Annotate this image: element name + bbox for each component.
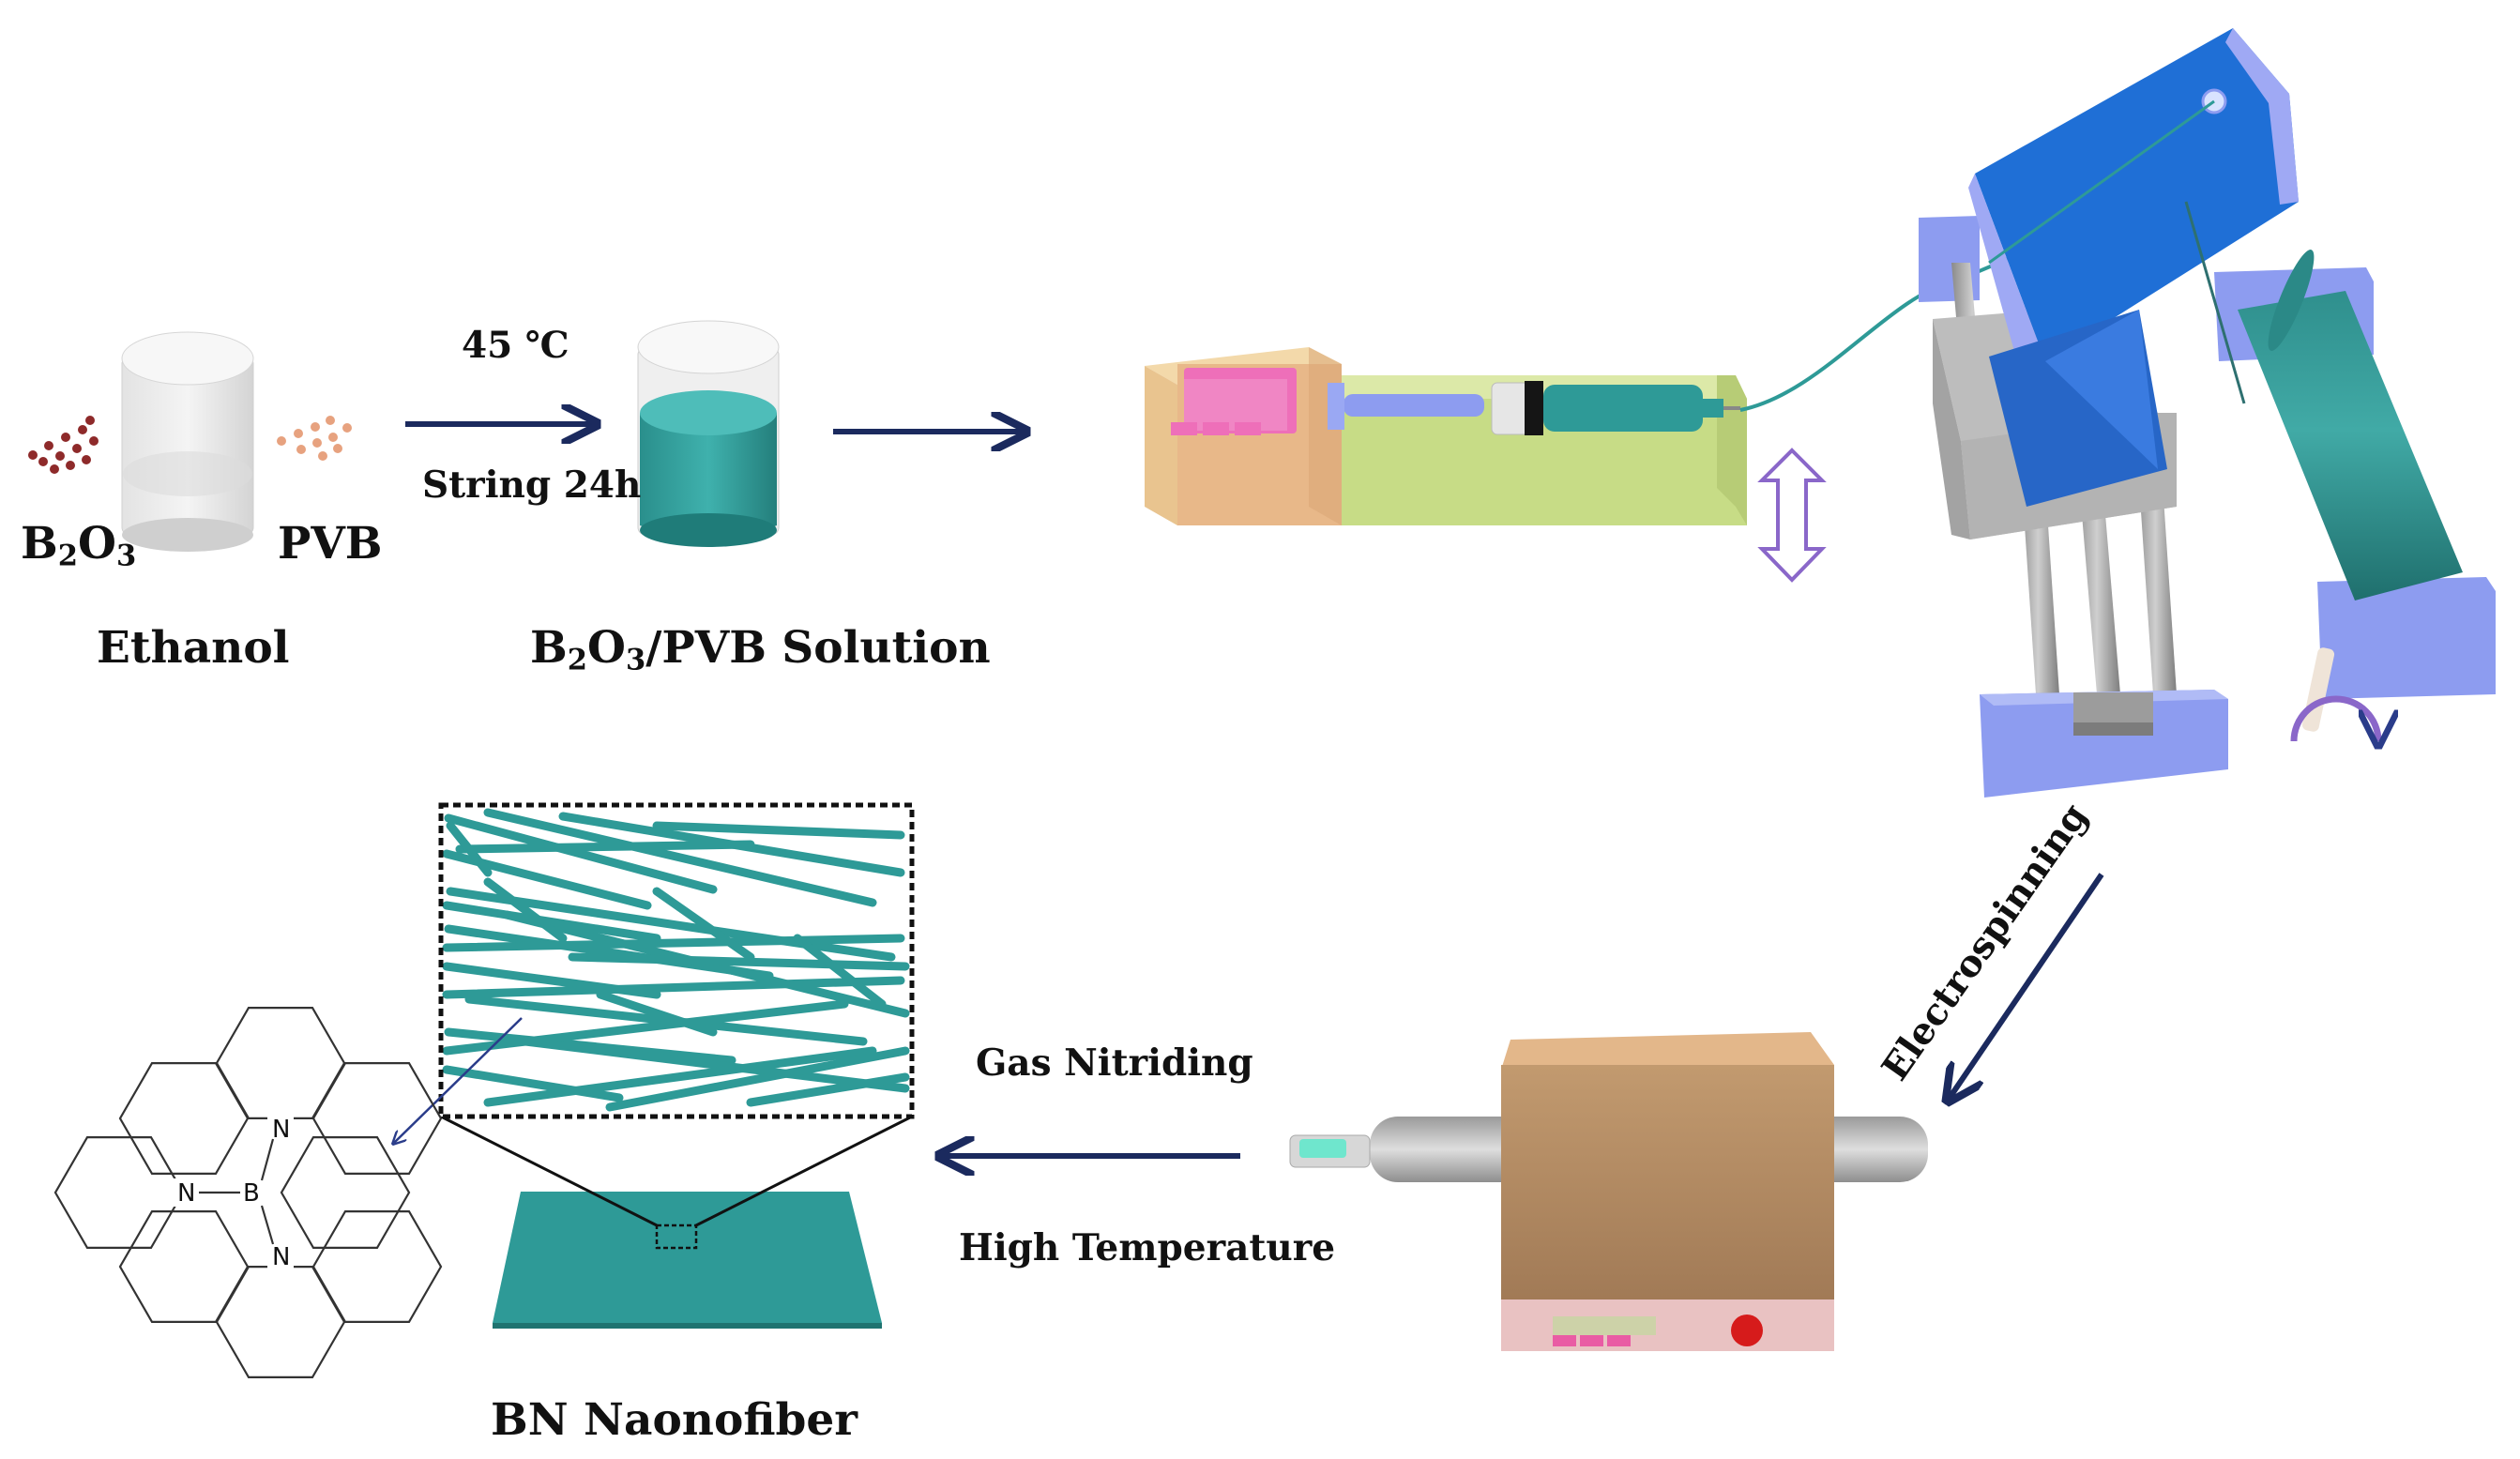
hex-ring <box>118 1209 250 1324</box>
pvb-label: PVB <box>278 518 383 570</box>
nanofiber-strand <box>483 877 568 943</box>
nanofiber-strand <box>442 999 849 1056</box>
hex-ring <box>311 1061 443 1176</box>
rotation-arrow <box>2290 695 2378 741</box>
nanofiber-strand <box>652 821 905 840</box>
solution-beaker <box>637 320 780 547</box>
atom-b-center: B <box>243 1179 260 1208</box>
hex-ring <box>118 1061 250 1176</box>
hbn-atoms: N N B N <box>173 1115 294 1271</box>
nanofiber-strand <box>455 840 755 854</box>
fiber-mat <box>440 1115 913 1329</box>
hex-ring <box>215 1265 346 1379</box>
nanofiber-strand <box>568 952 910 971</box>
stir-time-label: String 24h <box>422 464 642 507</box>
b2o3-label: B2O3 <box>21 518 137 573</box>
atom-n-left: N <box>177 1179 195 1208</box>
gas-nitriding-label: Gas Nitriding <box>976 1041 1253 1085</box>
collector-frame <box>1919 28 2496 798</box>
atom-n-bottom: N <box>272 1243 290 1271</box>
pvb-particles <box>277 416 352 461</box>
ethanol-beaker <box>121 331 254 552</box>
bn-nanofiber-label: BN Naonofiber <box>491 1394 858 1446</box>
atom-n-top: N <box>272 1116 290 1144</box>
nanofiber-strand <box>444 813 718 894</box>
nanofibers <box>442 808 910 1112</box>
zoom-region <box>655 1223 698 1250</box>
nanofiber-strand <box>521 1037 910 1093</box>
hex-ring <box>311 1209 443 1324</box>
nanofiber-strand <box>446 887 896 962</box>
b2o3-particles <box>28 416 99 474</box>
nanofiber-strand <box>596 990 718 1037</box>
nanofiber-strand <box>483 1046 877 1107</box>
nanofiber-strand <box>442 934 905 952</box>
solution-label: B2O3/PVB Solution <box>530 622 991 677</box>
fiber-zoom-inset <box>438 802 915 1119</box>
zoom-to-structure-arrow <box>394 1017 523 1143</box>
nanofiber-strand <box>442 976 905 999</box>
hex-ring <box>280 1135 411 1250</box>
nanofiber-strand <box>605 1046 910 1112</box>
nanofiber-strand <box>793 934 887 1009</box>
hbn-structure <box>53 1006 443 1379</box>
hex-ring <box>53 1135 185 1250</box>
tube-furnace <box>1289 1032 1928 1351</box>
syringe-pump <box>1145 347 1747 525</box>
nanofiber-strand <box>652 887 755 962</box>
temperature-label: 45 ℃ <box>462 324 569 367</box>
nanofiber-strand <box>442 901 661 943</box>
up-down-arrow <box>1757 448 1827 583</box>
high-temperature-label: High Temperature <box>959 1226 1336 1269</box>
ethanol-label: Ethanol <box>97 622 290 674</box>
nanofiber-strand <box>483 808 877 907</box>
electrospinning-arrow <box>1950 873 2104 1098</box>
nanofiber-strand <box>746 1072 910 1107</box>
hex-ring <box>215 1006 346 1120</box>
nanofiber-strand <box>446 821 493 877</box>
nanofiber-strand <box>442 1065 624 1102</box>
